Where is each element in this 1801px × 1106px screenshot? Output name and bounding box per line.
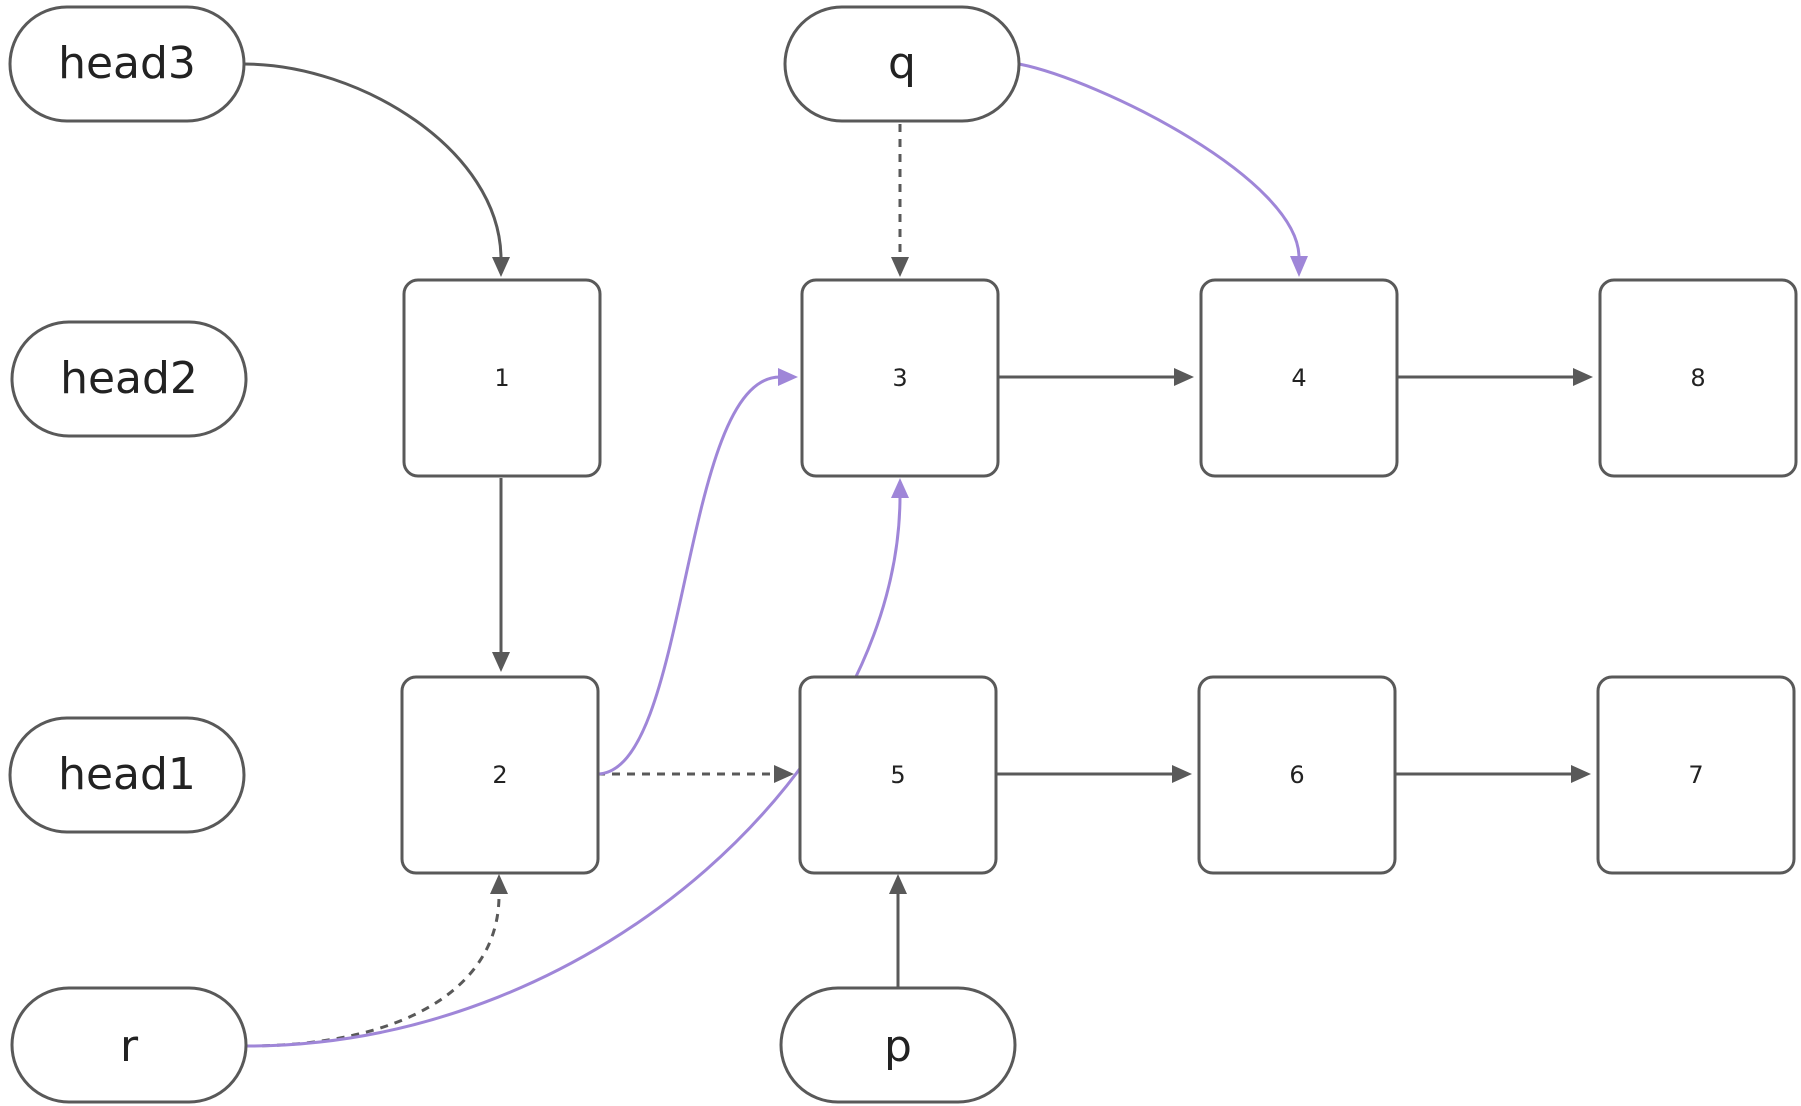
pointer-head3-label: head3 — [58, 38, 196, 89]
node-7: 7 — [1596, 675, 1796, 875]
arrowhead-node2-to-node5 — [774, 765, 794, 783]
arrowhead-node5-to-node6 — [1172, 765, 1192, 783]
pointer-r-label: r — [120, 1021, 139, 1072]
node-7-label: 7 — [1688, 761, 1703, 789]
pointer-head1-label: head1 — [58, 749, 196, 800]
node-5-label: 5 — [890, 761, 905, 789]
edge-q-to-node4 — [1018, 62, 1301, 259]
arrowhead-node4-to-node8 — [1573, 368, 1593, 386]
pointer-p: p — [779, 986, 1017, 1104]
node-2: 2 — [400, 675, 600, 875]
edge-r-to-node2 — [246, 893, 501, 1048]
pointers: head3 head2 head1 r q p — [8, 5, 1021, 1104]
pointer-head2-label: head2 — [60, 353, 198, 404]
arrowhead-q-to-node4 — [1290, 256, 1308, 277]
node-4-label: 4 — [1291, 364, 1306, 392]
arrowhead-node2-to-node3 — [778, 368, 798, 386]
node-6: 6 — [1197, 675, 1397, 875]
node-3: 3 — [800, 278, 1000, 478]
node-8: 8 — [1598, 278, 1798, 478]
pointer-head2: head2 — [10, 320, 248, 438]
edge-head3-to-node1 — [243, 62, 503, 259]
node-6-label: 6 — [1289, 761, 1304, 789]
node-1-label: 1 — [494, 364, 509, 392]
arrowhead-p-to-node5 — [889, 874, 907, 894]
arrowhead-node1-to-node2 — [492, 652, 510, 672]
node-5: 5 — [798, 675, 998, 875]
pointer-head1: head1 — [8, 716, 246, 834]
node-2-label: 2 — [492, 761, 507, 789]
pointer-r: r — [10, 986, 248, 1104]
arrowhead-r-to-node2 — [490, 874, 508, 894]
edges — [243, 62, 1593, 1048]
arrowhead-head3-to-node1 — [492, 257, 510, 277]
node-4: 4 — [1199, 278, 1399, 478]
arrowhead-r-to-node3 — [891, 478, 909, 498]
pointer-q: q — [783, 5, 1021, 123]
node-3-label: 3 — [892, 364, 907, 392]
edge-node2-to-node3 — [596, 375, 781, 776]
pointer-q-label: q — [888, 38, 916, 89]
pointer-head3: head3 — [8, 5, 246, 123]
edge-r-to-node3 — [246, 495, 902, 1048]
arrowhead-node6-to-node7 — [1571, 765, 1591, 783]
node-8-label: 8 — [1690, 364, 1705, 392]
arrowhead-node3-to-node4 — [1174, 368, 1194, 386]
pointer-p-label: p — [884, 1021, 912, 1072]
nodes: 1 2 3 4 8 5 6 7 — [400, 278, 1798, 875]
arrowhead-q-to-node3 — [891, 257, 909, 277]
node-1: 1 — [402, 278, 602, 478]
